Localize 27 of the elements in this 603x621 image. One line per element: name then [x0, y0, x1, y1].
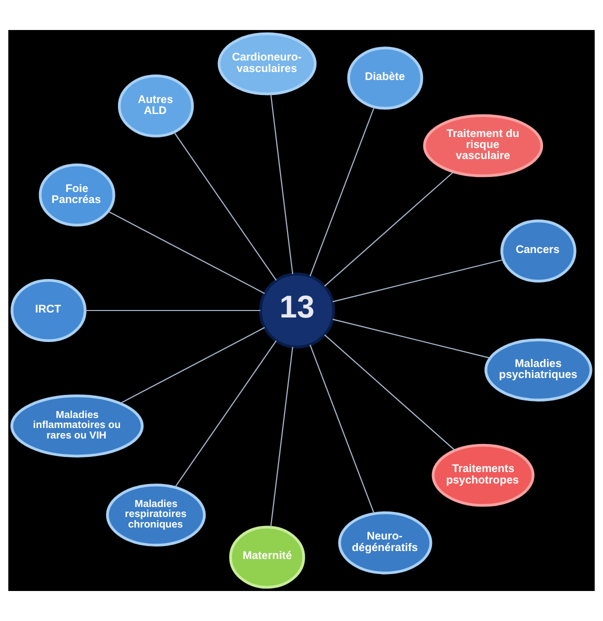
node-ellipse: Maternité — [229, 526, 306, 589]
node-ellipse: Cardioneuro- vasculaires — [218, 32, 317, 96]
connector — [270, 346, 294, 528]
node-ellipse: Traitement du risque vasculaire — [423, 114, 544, 178]
connector — [310, 106, 375, 276]
node-ellipse: Maladies psychiatriques — [484, 338, 592, 402]
connector — [85, 310, 260, 312]
node-ellipse: Diabète — [347, 46, 424, 110]
node-ellipse: Traitements psychotropes — [432, 444, 534, 507]
node-ellipse: IRCT — [10, 279, 86, 342]
connector — [324, 171, 454, 287]
connector — [332, 318, 490, 358]
node-ellipse: Maladies respiratoires chroniques — [106, 484, 206, 546]
connector — [120, 327, 265, 404]
node-ellipse: Maladies inflammatoires ou rares ou VIH — [10, 394, 144, 458]
node-circle: 13 — [259, 272, 336, 348]
node-ellipse: Foie Pancréas — [38, 164, 116, 226]
connector — [174, 132, 277, 281]
connector — [324, 334, 456, 451]
connector — [270, 94, 294, 274]
connector — [310, 344, 375, 514]
connector — [108, 210, 265, 294]
node-ellipse: Autres ALD — [118, 74, 194, 138]
connector — [174, 340, 277, 488]
connector — [332, 259, 504, 302]
node-ellipse: Cancers — [500, 220, 576, 282]
node-ellipse: Neuro- dégénératifs — [338, 511, 432, 574]
